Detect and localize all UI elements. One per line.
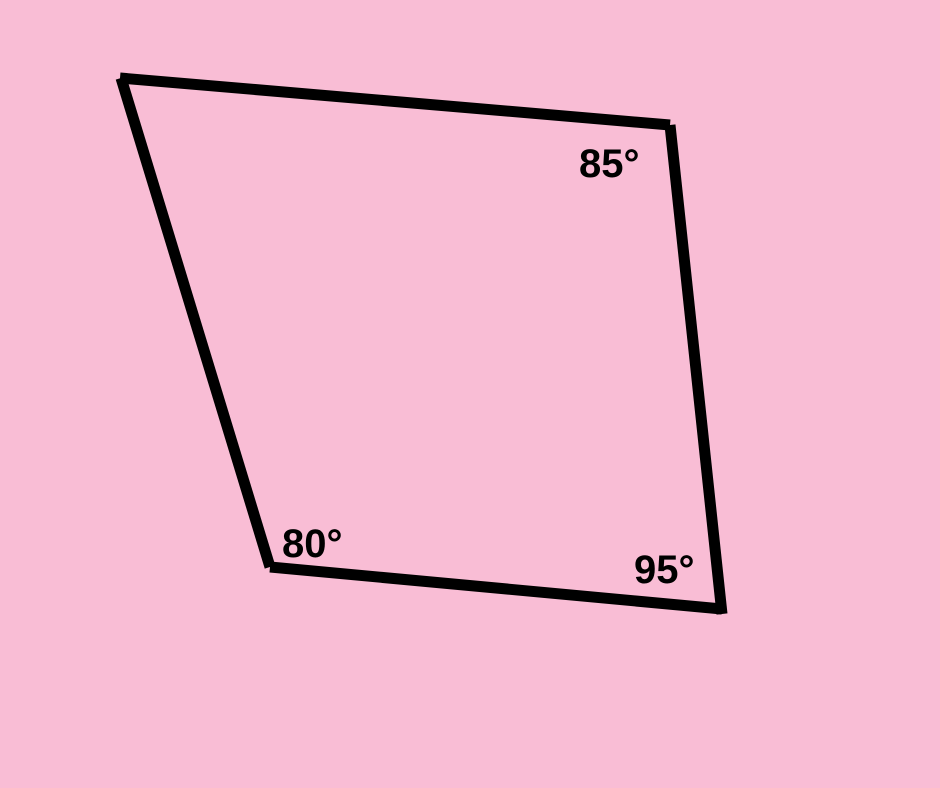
angle-label-bottom-left: 80° [282, 522, 343, 566]
quadrilateral [115, 72, 728, 615]
angle-labels: 85° 80° 95° [282, 142, 695, 592]
angle-label-bottom-right: 95° [634, 548, 695, 592]
bottom-edge [269, 561, 723, 615]
angle-label-top-right: 85° [579, 142, 640, 186]
right-edge [664, 124, 728, 615]
left-edge [115, 76, 276, 569]
top-edge [119, 72, 671, 131]
